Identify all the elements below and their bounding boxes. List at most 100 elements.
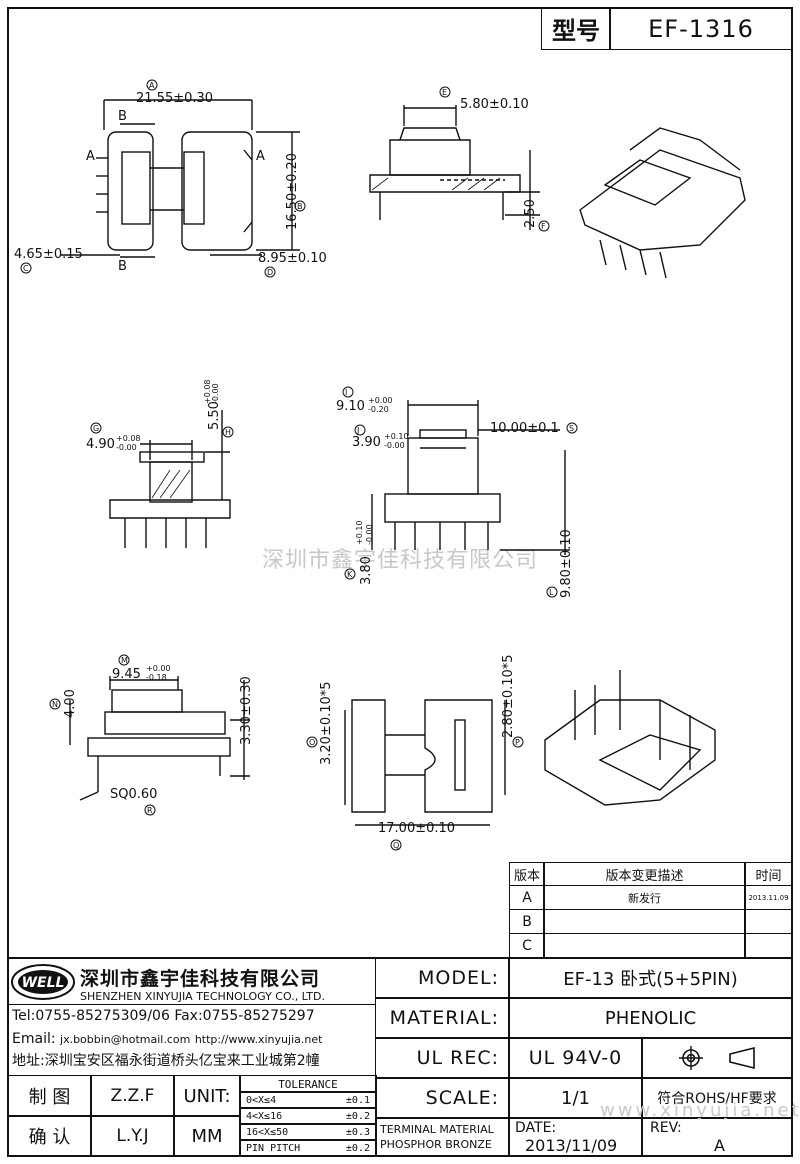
tolerance-row-4: PIN PITCH ±0.2	[239, 1139, 377, 1157]
svg-text:O: O	[309, 738, 315, 747]
circle-label-h: H	[222, 426, 234, 438]
svg-text:M: M	[121, 656, 128, 665]
tolerance-value-2: ±0.2	[345, 1110, 370, 1122]
company-address: 地址:深圳宝安区福永街道桥头亿宝来工业城第2幢	[12, 1053, 320, 1069]
logo-text: WELL	[22, 975, 65, 991]
side-view	[369, 105, 540, 230]
svg-text:C: C	[23, 264, 29, 273]
dim-k-lower: -0.00	[365, 524, 374, 545]
section-b-top: B	[118, 109, 127, 124]
bottom-side-view	[69, 676, 250, 801]
isometric-view-bottom	[544, 670, 716, 806]
svg-text:F: F	[541, 222, 546, 231]
circle-label-p: P	[512, 736, 524, 748]
company-tel-fax: Tel:0755-85275309/06 Fax:0755-85275297	[12, 1008, 315, 1024]
terminal-material: TERMINAL MATERIAL PHOSPHOR BRONZE	[375, 1117, 510, 1157]
date-cell: DATE: 2013/11/09	[508, 1117, 643, 1157]
watermark: 深圳市鑫宇佳科技有限公司	[261, 548, 538, 573]
svg-text:R: R	[147, 806, 153, 815]
circle-label-i: I	[342, 386, 354, 398]
circle-label-m: M	[118, 654, 130, 666]
drawn-by-text: Z.Z.F	[110, 1086, 155, 1106]
model-label: MODEL:	[375, 957, 510, 999]
technical-drawing: 21.55±0.30 B B A A 16.50±0.20 4.65±0.15 …	[0, 0, 746, 851]
dim-i: 9.10	[336, 399, 365, 414]
rev-row-c-desc	[543, 933, 746, 958]
rev-row-a-desc-text: 新发行	[628, 891, 661, 905]
dim-i-upper: +0.00	[368, 396, 393, 405]
dim-m-upper: +0.00	[146, 664, 171, 673]
tolerance-value-1: ±0.1	[345, 1094, 370, 1106]
dim-h: 5.50	[207, 401, 222, 430]
dim-h-upper: +0.08	[203, 379, 212, 404]
tolerance-title: TOLERANCE	[239, 1075, 377, 1093]
unit-label-text: UNIT:	[183, 1085, 231, 1107]
rev-value: A	[714, 1136, 725, 1155]
drawn-label: 制 图	[7, 1075, 92, 1117]
section-b-bottom: B	[118, 259, 127, 274]
terminal-line-1: TERMINAL MATERIAL	[380, 1123, 494, 1136]
dim-o: 3.30±0.30	[239, 676, 254, 745]
circle-label-a: A	[146, 79, 158, 91]
rohs-note-text: 符合ROHS/HF要求	[657, 1091, 777, 1107]
tolerance-value-3: ±0.3	[345, 1126, 370, 1138]
front-section-view	[109, 410, 231, 548]
tolerance-range-3: 16<X≤50	[246, 1126, 289, 1138]
rev-header-date: 时间	[744, 862, 793, 886]
section-a-right: A	[256, 149, 265, 164]
dim-m: 9.45	[112, 667, 141, 682]
dim-n: 4.00	[63, 689, 78, 718]
checked-by-text: L.Y.J	[116, 1126, 149, 1146]
svg-text:K: K	[347, 570, 353, 579]
tolerance-row-2: 4<X≤16±0.2	[239, 1107, 377, 1125]
email-value[interactable]: jx.bobbin@hotmail.com	[60, 1033, 191, 1046]
circle-label-t: T	[0, 0, 5, 2]
model-label-text: MODEL:	[418, 967, 499, 989]
dim-l: 9.80±0.10	[559, 529, 574, 598]
svg-text:L: L	[549, 588, 554, 597]
drawing-views	[60, 99, 746, 826]
dim-p: 3.20±0.10*5	[319, 681, 334, 765]
rev-row-a-date-text: 2013.11.09	[748, 893, 789, 902]
dim-d: 8.95±0.10	[258, 251, 327, 266]
dim-j-upper: +0.10	[384, 432, 409, 441]
trapezoid-icon	[729, 1046, 755, 1070]
email-label: Email:	[12, 1031, 56, 1047]
tolerance-range-4: PIN PITCH	[246, 1142, 301, 1154]
crosshair-icon	[679, 1046, 703, 1070]
rev-row-a-desc: 新发行	[543, 885, 746, 910]
unit-label: UNIT:	[173, 1075, 241, 1117]
rev-row-c-rev: C	[509, 933, 545, 958]
web-link[interactable]: http://www.xinyujia.net	[194, 1033, 323, 1046]
model-value: EF-13 卧式(5+5PIN)	[508, 957, 793, 999]
circle-label-e: E	[439, 86, 451, 98]
circle-label-o: O	[306, 736, 318, 748]
tolerance-value-4: ±0.2	[345, 1142, 370, 1154]
tolerance-title-text: TOLERANCE	[278, 1077, 338, 1091]
dim-g-lower: -0.00	[116, 443, 137, 452]
front-view	[371, 400, 570, 555]
rev-row-a-date: 2013.11.09	[744, 885, 793, 910]
model-number-text: EF-1316	[648, 14, 754, 43]
drawn-by: Z.Z.F	[90, 1075, 175, 1117]
dim-b: 16.50±0.20	[285, 153, 300, 230]
watermark-url: www.xinyujia.net	[600, 1100, 800, 1121]
scale-value-text: 1/1	[561, 1087, 590, 1109]
circle-label-r: R	[144, 804, 156, 816]
svg-text:E: E	[442, 88, 447, 97]
top-view	[60, 99, 300, 258]
circle-label-d: D	[264, 266, 276, 278]
dim-g-upper: +0.08	[116, 434, 141, 443]
material-label: MATERIAL:	[375, 997, 510, 1039]
material-value: PHENOLIC	[508, 997, 793, 1039]
svg-text:T: T	[0, 0, 5, 2]
terminal-line-2: PHOSPHOR BRONZE	[380, 1138, 492, 1151]
rev-row-b-rev-text: B	[522, 913, 532, 930]
dim-i-lower: -0.20	[368, 405, 389, 414]
company-divider	[7, 1004, 375, 1005]
rev-row-c-rev-text: C	[522, 937, 532, 954]
rohs-note: 符合ROHS/HF要求	[641, 1077, 793, 1119]
scale-value: 1/1	[508, 1077, 643, 1119]
rev-header-date-text: 时间	[755, 868, 782, 884]
dim-q: 2.80±0.10*5	[501, 654, 516, 738]
